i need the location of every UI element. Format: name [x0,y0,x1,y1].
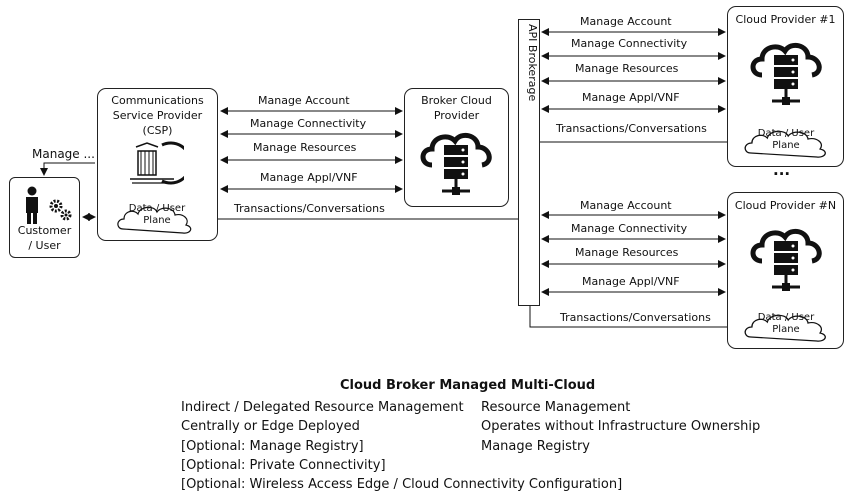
csp-broker-manage-resources-label: Manage Resources [253,141,357,154]
data-plane-cloud-icon [117,206,192,234]
caption-left-item: Centrally or Edge Deployed [181,419,360,434]
caption-right-item: Resource Management [481,400,631,415]
cp1-plane-label: Data / User Plane [742,128,830,152]
csp-title-line2: Service Provider [112,109,203,122]
api-brokerage-label: API Brokerage [526,24,539,102]
csp-title-line1: Communications [111,94,204,107]
cloud-provider-n-box: Cloud Provider #N Data / User Plane [727,192,844,349]
csp-plane-line2: Plane [143,215,171,226]
caption-left-item: [Optional: Private Connectivity] [181,458,386,473]
caption-title: Cloud Broker Managed Multi-Cloud [340,378,596,393]
cpn-manage-account-label: Manage Account [580,199,672,212]
customer-label: Customer / User [10,223,79,253]
cp1-plane-line1: Data / User [757,128,815,139]
data-plane-cloud-icon [744,314,826,342]
caption-right-item: Operates without Infrastructure Ownershi… [481,419,761,434]
cpn-manage-appl-label: Manage Appl/VNF [582,275,680,288]
cp1-manage-account-label: Manage Account [580,15,672,28]
csp-title-line3: (CSP) [142,124,173,137]
cloud-provider-1-title: Cloud Provider #1 [735,13,836,26]
datacenter-icon [130,141,184,185]
csp-plane-label: Data / User Plane [115,203,199,227]
cpn-manage-resources-label: Manage Resources [575,246,679,259]
ellipsis-label: ... [773,161,791,179]
person-icon [26,186,38,224]
broker-title-line2: Provider [433,109,480,122]
cpn-manage-connectivity-label: Manage Connectivity [571,222,688,235]
cloud-server-icon [750,42,822,105]
manage-arrow [40,162,95,176]
customer-label-line1: Customer [17,224,72,237]
cp1-manage-resources-label: Manage Resources [575,62,679,75]
broker-title-line1: Broker Cloud [421,94,492,107]
broker-box: Broker Cloud Provider [404,88,509,207]
csp-broker-manage-account-label: Manage Account [258,94,350,107]
csp-title: Communications Service Provider (CSP) [98,93,217,138]
caption-right-item: Manage Registry [481,439,590,454]
cpn-plane-label: Data / User Plane [742,312,830,336]
cloud-server-icon [750,228,822,291]
csp-transactions-label: Transactions/Conversations [234,202,385,215]
cloud-server-icon [420,132,492,195]
cloud-provider-n-title: Cloud Provider #N [734,199,837,212]
cpn-transactions-arrow [529,306,749,331]
cp1-plane-line2: Plane [772,140,800,151]
cp1-transactions-label: Transactions/Conversations [556,122,707,135]
data-plane-cloud-icon [744,130,826,158]
cp1-manage-connectivity-label: Manage Connectivity [571,37,688,50]
cpn-plane-line1: Data / User [757,312,815,323]
customer-label-line2: / User [28,239,61,252]
caption-left-item: [Optional: Manage Registry] [181,439,364,454]
csp-broker-manage-appl-label: Manage Appl/VNF [260,171,358,184]
csp-box: Communications Service Provider (CSP) Da… [97,88,218,241]
customer-box: Customer / User [9,177,80,258]
api-brokerage-bar [518,19,540,306]
manage-label: Manage ... [32,147,95,161]
cloud-provider-1-box: Cloud Provider #1 Data / User Plane [727,6,844,167]
caption-left-item: Indirect / Delegated Resource Management [181,400,464,415]
cp1-manage-appl-label: Manage Appl/VNF [582,91,680,104]
cpn-transactions-label: Transactions/Conversations [560,311,711,324]
cpn-plane-line2: Plane [772,324,800,335]
csp-plane-line1: Data / User [128,203,186,214]
caption-left-item: [Optional: Wireless Access Edge / Cloud … [181,477,623,492]
gears-icon [49,199,72,221]
csp-broker-manage-connectivity-label: Manage Connectivity [250,117,367,130]
broker-title: Broker Cloud Provider [405,93,508,123]
